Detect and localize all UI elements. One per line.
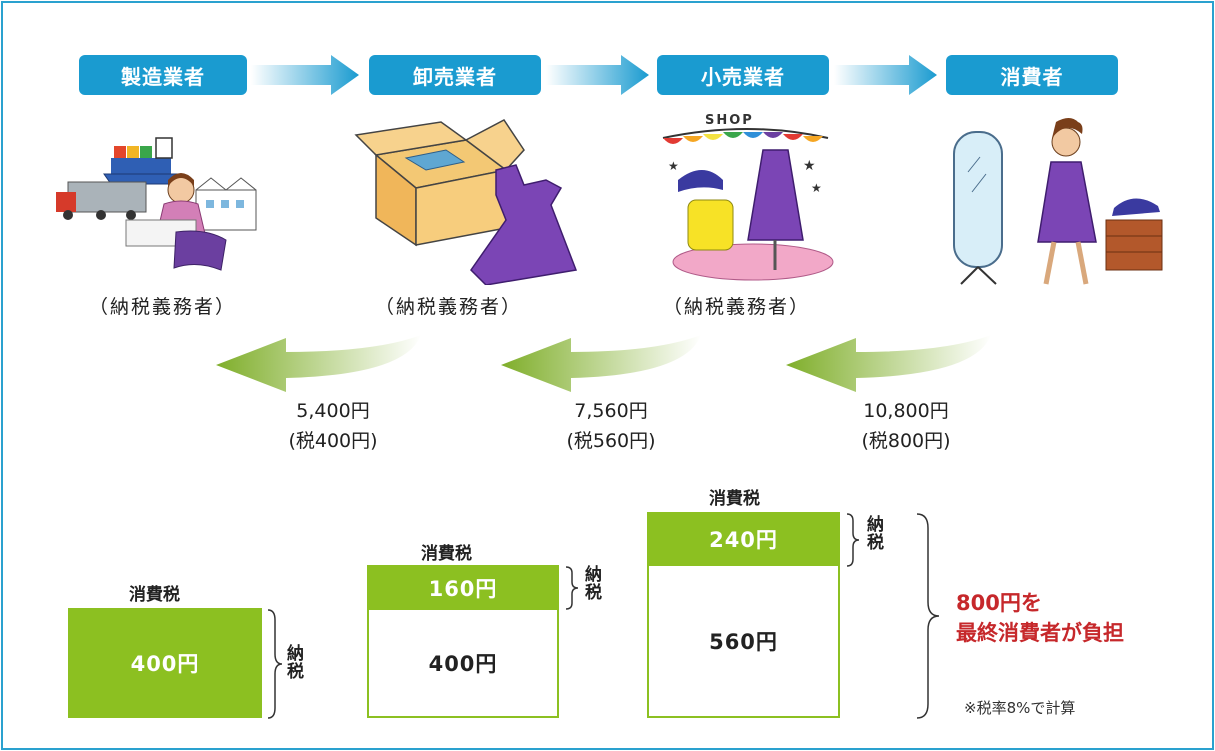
- consumer-burden-text: 800円を 最終消費者が負担: [956, 588, 1124, 648]
- flow-arrow-icon: [251, 55, 359, 95]
- stage-wholesaler: 卸売業者: [369, 55, 541, 95]
- shop-sign: SHOP: [705, 113, 754, 128]
- tax-box-label: 消費税: [129, 585, 180, 605]
- manufacturer-illustration-icon: [56, 137, 257, 271]
- stage-retailer: 小売業者: [657, 55, 829, 95]
- payment-retailer: 10,800円 (税800円): [836, 396, 976, 456]
- payment-amount: 10,800円: [863, 400, 949, 422]
- tax-box-label: 消費税: [421, 544, 472, 564]
- payment-arrow-icon: [786, 335, 991, 392]
- brace-icon: [846, 513, 860, 567]
- svg-text:★: ★: [811, 181, 822, 195]
- tax-rate-footnote: ※税率8%で計算: [964, 699, 1076, 717]
- retailer-illustration-icon: SHOP ★ ★ ★: [662, 113, 834, 281]
- flow-arrow-icon: [546, 55, 649, 95]
- brace-icon: [916, 513, 940, 719]
- payment-tax: (税400円): [288, 430, 378, 452]
- role-label-wholesaler: （納税義務者）: [375, 296, 523, 318]
- tax-carried-wholesaler: 400円: [367, 610, 559, 718]
- brace-icon: [565, 566, 579, 610]
- payment-arrow-icon: [216, 335, 421, 392]
- payment-note: 納税: [287, 644, 304, 682]
- stage-consumer: 消費者: [946, 55, 1118, 95]
- consumer-illustration-icon: [953, 118, 1163, 285]
- role-label-retailer: （納税義務者）: [663, 296, 811, 318]
- tax-paid-manufacturer: 400円: [68, 608, 262, 718]
- payment-amount: 5,400円: [296, 400, 370, 422]
- tax-paid-retailer: 240円: [647, 512, 840, 566]
- payment-amount: 7,560円: [574, 400, 648, 422]
- svg-text:★: ★: [803, 158, 816, 174]
- payment-wholesaler: 7,560円 (税560円): [541, 396, 681, 456]
- payment-tax: (税800円): [861, 430, 951, 452]
- payment-tax: (税560円): [566, 430, 656, 452]
- payment-note: 納税: [867, 515, 884, 553]
- payment-manufacturer: 5,400円 (税400円): [263, 396, 403, 456]
- role-label-manufacturer: （納税義務者）: [89, 296, 237, 318]
- payment-arrow-icon: [501, 335, 701, 392]
- burden-line-1: 800円を: [956, 591, 1042, 615]
- svg-text:★: ★: [668, 159, 679, 173]
- payment-note: 納税: [585, 565, 602, 603]
- wholesaler-illustration-icon: [354, 119, 578, 285]
- tax-carried-retailer: 560円: [647, 566, 840, 718]
- stage-manufacturer: 製造業者: [79, 55, 247, 95]
- tax-paid-wholesaler: 160円: [367, 565, 559, 610]
- flow-arrow-icon: [834, 55, 937, 95]
- burden-line-2: 最終消費者が負担: [956, 621, 1124, 645]
- brace-icon: [267, 609, 283, 719]
- tax-box-label: 消費税: [709, 489, 760, 509]
